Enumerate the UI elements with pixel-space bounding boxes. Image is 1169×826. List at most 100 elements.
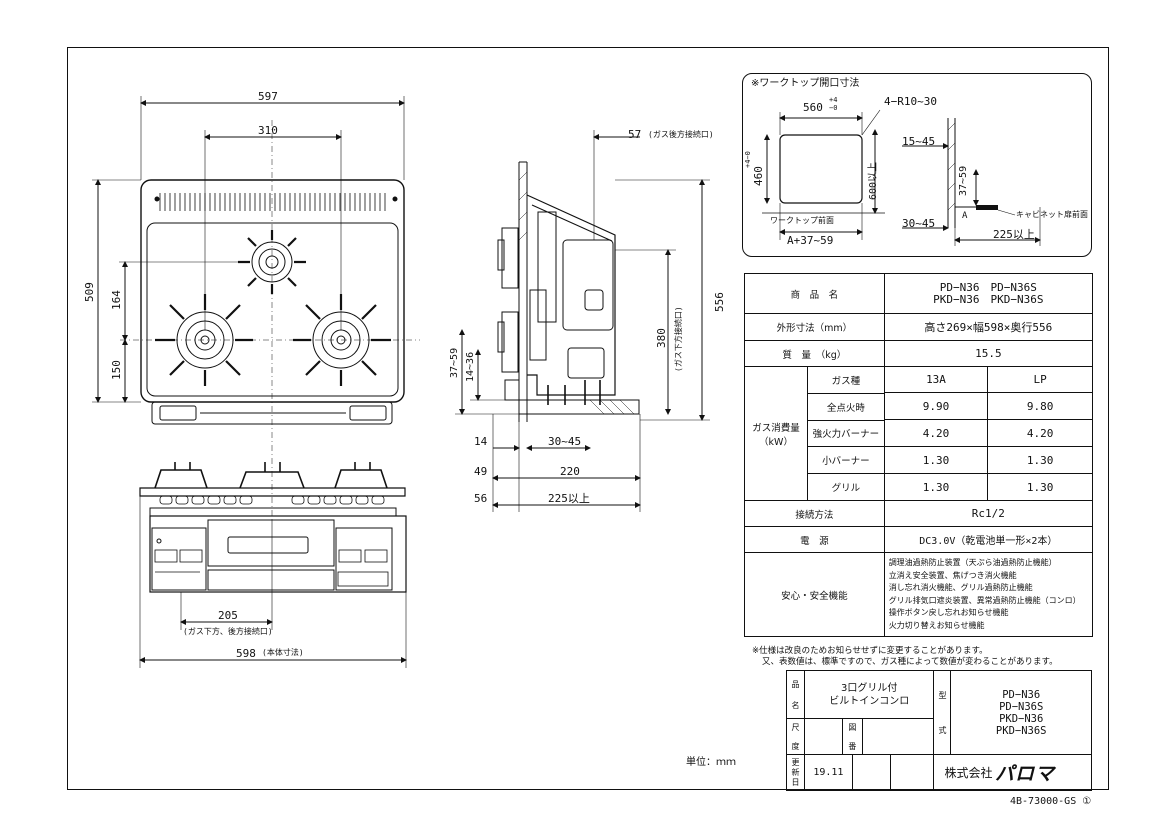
- spec-row-1-13a: 4.20: [883, 419, 989, 447]
- tb-model: PKD−N36: [999, 712, 1044, 725]
- worktop-opening-box: [742, 73, 1092, 257]
- dim-depth: 509: [83, 282, 96, 302]
- spec-safety-item: 火力切り替えお知らせ機能: [888, 620, 985, 630]
- wt-dim-a-letter: A: [962, 211, 968, 221]
- spec-label-outer-dim: 外形寸法（mm）: [744, 313, 885, 341]
- tb-shaku: 尺: [791, 722, 800, 732]
- tb-models: PD−N36 PD−N36S PKD−N36 PKD−N36S: [950, 670, 1092, 755]
- wt-dim-30-45: 30~45: [902, 217, 936, 230]
- wt-dim-460-tol: +4−0: [744, 151, 752, 168]
- dim-56: 56: [474, 492, 488, 505]
- spec-product-value-2: PKD−N36 PKD−N36S: [933, 292, 1044, 306]
- dim-14-36: 14~36: [465, 351, 476, 382]
- dim-220: 220: [560, 465, 580, 478]
- tb-company: 株式会社: [944, 766, 993, 780]
- wt-dim-560: 560: [803, 101, 823, 114]
- tb-zuban-cell: 図 番: [841, 718, 863, 755]
- spec-safety-item: 消し忘れ消火機能、グリル過熱防止機能: [888, 583, 1033, 592]
- spec-row-1-lp: 4.20: [987, 419, 1093, 447]
- dim-30-45: 30~45: [548, 435, 582, 448]
- front-view: [139, 462, 407, 668]
- tb-hinmei-cell: 品 名: [786, 670, 805, 719]
- note-line-1: ※仕様は改良のためお知らせせずに変更することがあります。: [752, 646, 988, 656]
- tb-model: PD−N36S: [999, 700, 1044, 713]
- tb-zu: 図: [848, 722, 857, 732]
- drawing-number: 4B-73000-GS ①: [1010, 796, 1092, 807]
- tb-henshin-1: 更: [791, 757, 800, 767]
- dim-57: 57: [628, 128, 642, 141]
- wt-label-front: ワークトップ前面: [770, 216, 834, 225]
- tb-henshin-3: 日: [791, 777, 800, 787]
- spec-safety-item: グリル排気口遮炎装置、異常過熱防止機能（コンロ）: [888, 595, 1081, 605]
- wt-dim-37-59: 37~59: [958, 165, 969, 196]
- tb-do: 度: [791, 741, 800, 751]
- spec-row-label-3: グリル: [831, 483, 861, 495]
- tb-mei: 名: [791, 700, 800, 710]
- tb-scale-value: [803, 718, 843, 755]
- tb-kata: 型: [938, 690, 947, 700]
- spec-connection: Rc1/2: [883, 500, 1094, 527]
- wt-label-cabinet: キャビネット扉前面: [1016, 210, 1088, 219]
- spec-gas-13a: 13A: [883, 366, 989, 393]
- spec-safety-item: 立消え安全装置、焦げつき消火機能: [888, 570, 1017, 580]
- dim-380: 380: [655, 328, 668, 348]
- spec-gas-consumption-unit: （kW）: [759, 436, 793, 448]
- tb-katashiki-cell: 型 式: [933, 670, 952, 755]
- worktop-title: ※ワークトップ開口寸法: [751, 78, 860, 89]
- spec-label-power: 電 源: [744, 526, 885, 553]
- dim-205-note: (ガス下方、後方接続口): [183, 627, 273, 636]
- spec-label-mass: 質 量 （kg）: [744, 340, 885, 367]
- spec-label-connection: 接続方法: [744, 500, 885, 527]
- spec-power: DC3.0V（乾電池単一形×2本）: [883, 526, 1094, 553]
- tb-blank-2: [889, 754, 935, 791]
- spec-outer-dim: 高さ269×幅598×奥行556: [883, 313, 1094, 341]
- spec-row-2-lp: 1.30: [987, 446, 1093, 474]
- tb-model: PD−N36: [1002, 688, 1041, 701]
- wt-dim-560-tol: +4: [829, 96, 838, 104]
- tb-brand-logo: パロマ: [995, 763, 1056, 785]
- tb-shiki: 式: [938, 725, 947, 735]
- spec-product-value: PD−N36 PD−N36S PKD−N36 PKD−N36S: [883, 273, 1094, 314]
- tb-drawing-no-value: [861, 718, 935, 755]
- dim-556: 556: [713, 292, 726, 312]
- wt-dim-r: 4−R10~30: [884, 95, 937, 108]
- tb-company-cell: 株式会社 パロマ: [933, 754, 1092, 791]
- top-view: [92, 96, 420, 520]
- spec-safety-item: 調理油過熱防止装置（天ぷら油過熱防止機能）: [888, 558, 1057, 567]
- tb-ban: 番: [848, 741, 857, 751]
- wt-dim-460: 460: [752, 166, 765, 186]
- spec-gas-consumption-cell: ガス消費量 （kW） ガス種 全点火時 強火力バーナー 小バーナー グリル: [744, 366, 885, 501]
- spec-gas-lp: LP: [987, 366, 1093, 393]
- worktop-opening-detail: [762, 109, 1041, 246]
- tb-shakudo-cell: 尺 度: [786, 718, 805, 755]
- spec-row-0-lp: 9.80: [987, 392, 1093, 420]
- wt-dim-600: 600以上: [868, 161, 879, 200]
- spec-row-3-13a: 1.30: [883, 473, 989, 501]
- spec-label-safety: 安心・安全機能: [744, 552, 885, 637]
- tb-product-name: 3口グリル付 ビルトインコンロ: [803, 670, 935, 719]
- spec-label-product: 商 品 名: [744, 273, 885, 314]
- dim-front-to-mid: 164: [110, 290, 123, 310]
- unit-label: 単位：ｍｍ: [686, 757, 736, 768]
- spec-mass: 15.5: [883, 340, 1094, 367]
- dim-380-note: (ガス下方接続口): [674, 306, 683, 372]
- wt-dim-225: 225以上: [993, 228, 1035, 241]
- dim-14: 14: [474, 435, 488, 448]
- wt-dim-15-45: 15~45: [902, 135, 936, 148]
- tb-hin: 品: [791, 679, 800, 689]
- spec-gas-type-label: ガス種: [808, 367, 884, 394]
- dim-598: 598: [236, 647, 256, 660]
- wt-dim-560-tol2: −0: [829, 104, 838, 112]
- spec-row-label-1: 強火力バーナー: [808, 421, 884, 448]
- spec-safety-item: 操作ボタン戻し忘れお知らせ機能: [888, 608, 1009, 617]
- tb-model: PKD−N36S: [995, 724, 1047, 737]
- dim-49: 49: [474, 465, 488, 478]
- tb-name-line-1: 3口グリル付: [841, 682, 898, 694]
- spec-row-label-2: 小バーナー: [808, 447, 884, 475]
- side-view: [455, 130, 710, 512]
- spec-product-value-1: PD−N36 PD−N36S: [939, 280, 1037, 294]
- dim-598-note: (本体寸法): [262, 648, 304, 657]
- spec-gas-consumption-label: ガス消費量: [752, 422, 800, 434]
- tb-update-cell: 更 新 日: [786, 754, 805, 791]
- tb-name-line-2: ビルトインコンロ: [829, 695, 910, 707]
